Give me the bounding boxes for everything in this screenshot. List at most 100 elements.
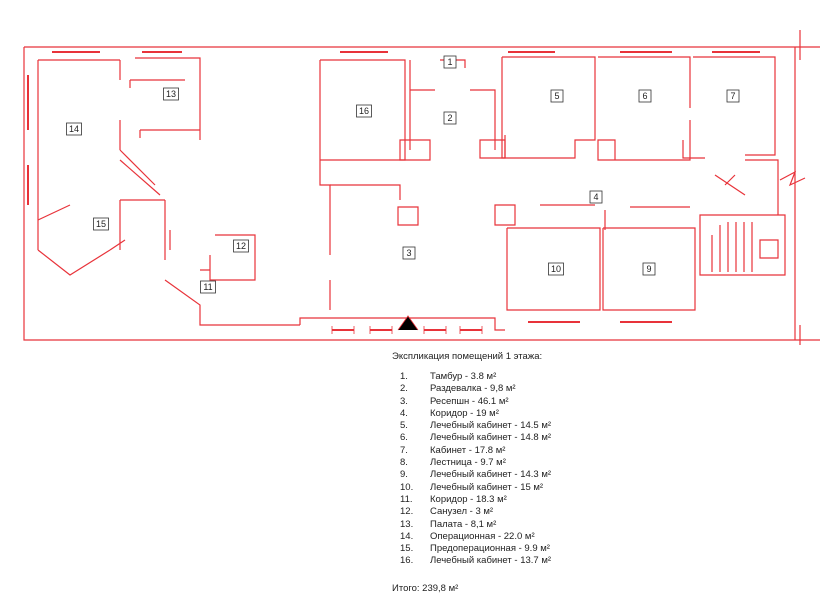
- legend-item-text: Ресепшн - 46.1 м²: [430, 395, 509, 407]
- legend-item-text: Лечебный кабинет - 14.3 м²: [430, 469, 552, 481]
- legend-item-number: 14.: [400, 530, 414, 542]
- room-label-5: 5: [550, 89, 564, 103]
- legend-total: Итого: 239,8 м²: [392, 582, 459, 594]
- window-frame-lines: [331, 315, 483, 334]
- room-legend: Экспликация помещений 1 этажа: 1. Тамбур …: [392, 350, 692, 595]
- room-label-box: [93, 217, 109, 231]
- room-label-box: [550, 89, 564, 103]
- legend-item-text: Предоперационная - 9.9 м²: [430, 543, 550, 555]
- room-number: 13: [166, 89, 176, 99]
- room-number: 3: [406, 248, 411, 258]
- floor-plan-walls: [23, 30, 820, 345]
- legend-item-number: 5.: [400, 420, 408, 432]
- legend-item: 12. Санузел - 3 м²: [400, 506, 692, 518]
- room-number: 14: [69, 124, 79, 134]
- wall-room-10: [506, 227, 601, 311]
- legend-item-text: Тамбур - 3.8 м²: [430, 371, 497, 382]
- room-label-16: 16: [356, 104, 372, 118]
- room-number: 15: [96, 219, 106, 229]
- legend-item-number: 13.: [400, 518, 414, 530]
- legend-item: 3. Ресепшн - 46.1 м²: [400, 396, 692, 408]
- room-label-box: [443, 55, 457, 69]
- legend-item-number: 6.: [400, 432, 408, 444]
- legend-item-number: 7.: [400, 444, 408, 456]
- wall-room-9: [602, 227, 696, 311]
- wall-right: [745, 159, 779, 215]
- room-label-2: 2: [443, 111, 457, 125]
- wall-room-2: [399, 60, 506, 161]
- legend-item-text: Операционная - 22.0 м²: [430, 530, 535, 542]
- wall-corridor-11: [164, 200, 505, 331]
- room-number: 11: [203, 282, 212, 292]
- legend-item-text: Палата - 8,1 м²: [430, 518, 497, 530]
- room-label-14: 14: [66, 122, 82, 136]
- wall-room-3: [330, 184, 516, 226]
- legend-item: 14. Операционная - 22.0 м²: [400, 531, 692, 543]
- wall-room-12: [200, 234, 256, 281]
- legend-item-text: Лестница - 9.7 м²: [430, 457, 506, 469]
- legend-item: 11.Коридор - 18.3 м²: [400, 494, 692, 506]
- legend-item-text: Лечебный кабинет - 15 м²: [430, 481, 544, 493]
- legend-item-number: 10.: [400, 481, 414, 493]
- room-label-box: [589, 190, 603, 204]
- legend-item: 10. Лечебный кабинет - 15 м²: [400, 482, 692, 494]
- legend-item-number: 8.: [400, 457, 408, 469]
- stair-steps: [711, 222, 753, 272]
- room-label-10: 10: [548, 262, 564, 276]
- room-label-box: [443, 111, 457, 125]
- room-number: 7: [730, 91, 735, 101]
- room-label-3: 3: [402, 246, 416, 260]
- room-number: 6: [642, 91, 647, 101]
- break-mark: [779, 170, 806, 187]
- room-label-box: [66, 122, 82, 136]
- room-number: 9: [646, 264, 651, 274]
- room-label-box: [356, 104, 372, 118]
- room-label-11: 11: [200, 280, 216, 294]
- wall-stairs: [699, 214, 786, 276]
- room-number: 10: [551, 264, 561, 274]
- legend-item-text: Лечебный кабинет - 14.8 м²: [430, 432, 552, 444]
- right-extension-lines: [795, 30, 820, 345]
- wall-room-14: [37, 57, 201, 276]
- room-label-box: [638, 89, 652, 103]
- legend-title: Экспликация помещений 1 этажа:: [392, 351, 543, 362]
- legend-item-number: 12.: [400, 506, 414, 518]
- room-label-box: [163, 87, 179, 101]
- legend-item: 2.Раздевалка - 9,8 м²: [400, 383, 692, 395]
- legend-item-number: 9.: [400, 469, 408, 481]
- legend-item-text: Кабинет - 17.8 м²: [430, 444, 506, 456]
- legend-item: 4.Коридор - 19 м²: [400, 408, 692, 420]
- windows: [27, 51, 760, 334]
- room-number: 1: [447, 57, 452, 67]
- room-label-7: 7: [726, 89, 740, 103]
- room-number: 16: [359, 106, 369, 116]
- legend-item-text: Лечебный кабинет - 14.5 м²: [430, 420, 552, 432]
- room-number: 2: [447, 113, 452, 123]
- legend-item: 13. Палата - 8,1 м²: [400, 519, 692, 531]
- room-label-box: [402, 246, 416, 260]
- legend-item-text: Коридор - 18.3 м²: [430, 493, 507, 505]
- room-label-box: [233, 239, 249, 253]
- legend-item-text: Раздевалка - 9,8 м²: [430, 383, 516, 395]
- legend-item-number: 16.: [400, 555, 414, 567]
- legend-item: 6. Лечебный кабинет - 14.8 м²: [400, 432, 692, 444]
- room-label-9: 9: [642, 262, 656, 276]
- legend-item-number: 4.: [400, 407, 408, 419]
- window-bottom-1: [332, 321, 672, 331]
- wall-room-15: [37, 149, 165, 251]
- room-label-box: [200, 280, 216, 294]
- wall-diag-14: [119, 159, 161, 196]
- legend-item-text: Санузел - 3 м²: [430, 506, 494, 518]
- room-number: 5: [554, 91, 559, 101]
- room-label-1: 1: [443, 55, 457, 69]
- legend-item-number: 1.: [400, 371, 408, 382]
- legend-item-text: Лечебный кабинет - 13.7 м²: [430, 555, 552, 567]
- legend-item-number: 3.: [400, 395, 408, 407]
- room-label-15: 15: [93, 217, 109, 231]
- legend-item: 5. Лечебный кабинет - 14.5 м²: [400, 420, 692, 432]
- room-label-box: [642, 262, 656, 276]
- room-label-6: 6: [638, 89, 652, 103]
- outer-wall: [23, 46, 796, 341]
